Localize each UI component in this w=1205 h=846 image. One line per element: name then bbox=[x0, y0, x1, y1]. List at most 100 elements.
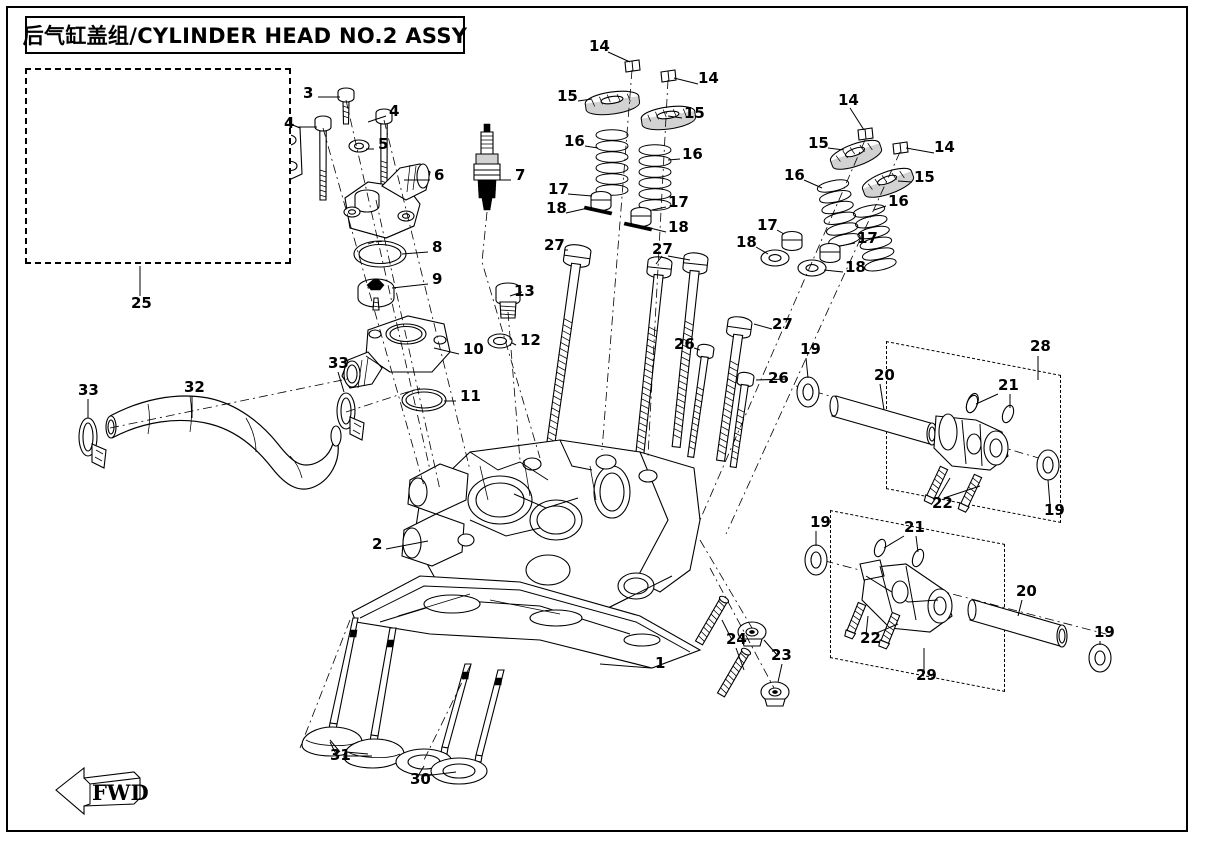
callout-19c: 19 bbox=[810, 513, 831, 531]
callout-24: 24 bbox=[726, 630, 747, 648]
spring-retainer-15a bbox=[584, 90, 641, 116]
callout-9: 9 bbox=[432, 270, 443, 288]
valve-collet-14a bbox=[624, 59, 641, 73]
title-box: 后气缸盖组/CYLINDER HEAD NO.2 ASSY bbox=[22, 16, 468, 54]
rocker-assembly-29 bbox=[804, 538, 1112, 673]
callout-4b: 4 bbox=[389, 102, 400, 120]
callout-18c: 18 bbox=[736, 233, 757, 251]
valve-stem-seal-17a bbox=[590, 190, 612, 212]
callout-5: 5 bbox=[378, 135, 389, 153]
callout-16b: 16 bbox=[682, 145, 703, 163]
dowel-21d bbox=[911, 548, 925, 568]
assembly-centerlines bbox=[109, 69, 901, 761]
washer-19a bbox=[796, 376, 820, 408]
bolt-26a bbox=[687, 343, 715, 458]
lock-nut-23b bbox=[760, 681, 790, 707]
callout-30: 30 bbox=[410, 770, 431, 788]
valve-stem-seal-17d bbox=[819, 242, 841, 264]
valves-group bbox=[301, 617, 505, 785]
rocker-shaft-20b bbox=[967, 599, 1068, 648]
valve-stem-seal-17b bbox=[630, 206, 652, 228]
callout-29: 29 bbox=[916, 666, 937, 684]
spark-plug-7 bbox=[473, 123, 501, 211]
head-bolt-27d bbox=[715, 316, 753, 462]
sub-assembly-inset-box bbox=[25, 68, 291, 264]
adjuster-22a bbox=[923, 465, 949, 505]
callout-22b: 22 bbox=[860, 629, 881, 647]
callout-19d: 19 bbox=[1094, 623, 1115, 641]
fwd-direction-arrow: FWD bbox=[55, 766, 149, 816]
valve-seat-18b bbox=[623, 221, 653, 232]
valve-stem-seal-17c bbox=[781, 230, 803, 252]
callout-27b: 27 bbox=[652, 240, 673, 258]
head-bolt-27a bbox=[545, 244, 592, 450]
callout-19a: 19 bbox=[800, 340, 821, 358]
callout-16c: 16 bbox=[784, 166, 805, 184]
callout-3: 3 bbox=[303, 84, 314, 102]
callout-17d: 17 bbox=[857, 229, 878, 247]
head-bolts-group bbox=[545, 244, 755, 469]
adjuster-22b bbox=[957, 473, 983, 513]
callout-17c: 17 bbox=[757, 216, 778, 234]
callout-15c: 15 bbox=[808, 134, 829, 152]
callout-15b: 15 bbox=[684, 104, 705, 122]
rocker-shaft-20a bbox=[829, 395, 938, 446]
callout-23: 23 bbox=[771, 646, 792, 664]
head-bolt-27b bbox=[635, 256, 673, 457]
valve-collet-14b bbox=[660, 69, 677, 83]
valve-seat-18a bbox=[583, 205, 613, 216]
callout-21a: 21 bbox=[998, 376, 1019, 394]
callout-2: 2 bbox=[372, 535, 383, 553]
valve-spring-set-left bbox=[583, 59, 697, 232]
callout-22a: 22 bbox=[932, 494, 953, 512]
dowel-21b bbox=[1001, 404, 1015, 424]
fwd-label: FWD bbox=[92, 780, 149, 805]
callout-18a: 18 bbox=[546, 199, 567, 217]
callout-6: 6 bbox=[434, 166, 445, 184]
callout-26b: 26 bbox=[768, 369, 789, 387]
page-title: 后气缸盖组/CYLINDER HEAD NO.2 ASSY bbox=[22, 24, 468, 48]
callout-14a: 14 bbox=[589, 37, 610, 55]
callout-1: 1 bbox=[655, 654, 666, 672]
callout-14d: 14 bbox=[934, 138, 955, 156]
lock-nut-23a bbox=[737, 621, 767, 647]
washer-5 bbox=[348, 139, 370, 153]
adjuster-22c bbox=[844, 601, 867, 640]
adjuster-screw-24b bbox=[716, 647, 752, 698]
callout-33a: 33 bbox=[78, 381, 99, 399]
gasket-ring-8 bbox=[353, 240, 407, 268]
callout-28: 28 bbox=[1030, 337, 1051, 355]
callout-21b: 21 bbox=[904, 518, 925, 536]
callout-15a: 15 bbox=[557, 87, 578, 105]
callout-12: 12 bbox=[520, 331, 541, 349]
plug-13 bbox=[495, 282, 521, 319]
callout-27a: 27 bbox=[544, 236, 565, 254]
callout-17b: 17 bbox=[668, 193, 689, 211]
adjuster-22d bbox=[878, 611, 901, 650]
spring-retainer-15b bbox=[640, 105, 697, 131]
callout-26a: 26 bbox=[674, 335, 695, 353]
washer-19c bbox=[804, 544, 828, 576]
washer-19d bbox=[1088, 643, 1112, 673]
callout-19b: 19 bbox=[1044, 501, 1065, 519]
callout-10: 10 bbox=[463, 340, 484, 358]
valve-31b bbox=[343, 627, 405, 769]
rocker-assembly-28 bbox=[795, 376, 1060, 513]
callout-14c: 14 bbox=[838, 91, 859, 109]
dowel-21a bbox=[965, 392, 979, 414]
rocker-arm-28 bbox=[933, 413, 1009, 471]
callout-8: 8 bbox=[432, 238, 443, 256]
callout-18d: 18 bbox=[845, 258, 866, 276]
valve-30b bbox=[430, 669, 505, 785]
callout-25: 25 bbox=[131, 294, 152, 312]
callout-20b: 20 bbox=[1016, 582, 1037, 600]
valve-30a bbox=[395, 663, 472, 776]
cylinder-head-body bbox=[351, 439, 702, 669]
callout-15d: 15 bbox=[914, 168, 935, 186]
outlet-housing-10 bbox=[341, 315, 451, 389]
callout-11: 11 bbox=[460, 387, 481, 405]
valve-collet-14c bbox=[857, 127, 874, 141]
callout-4a: 4 bbox=[284, 114, 295, 132]
